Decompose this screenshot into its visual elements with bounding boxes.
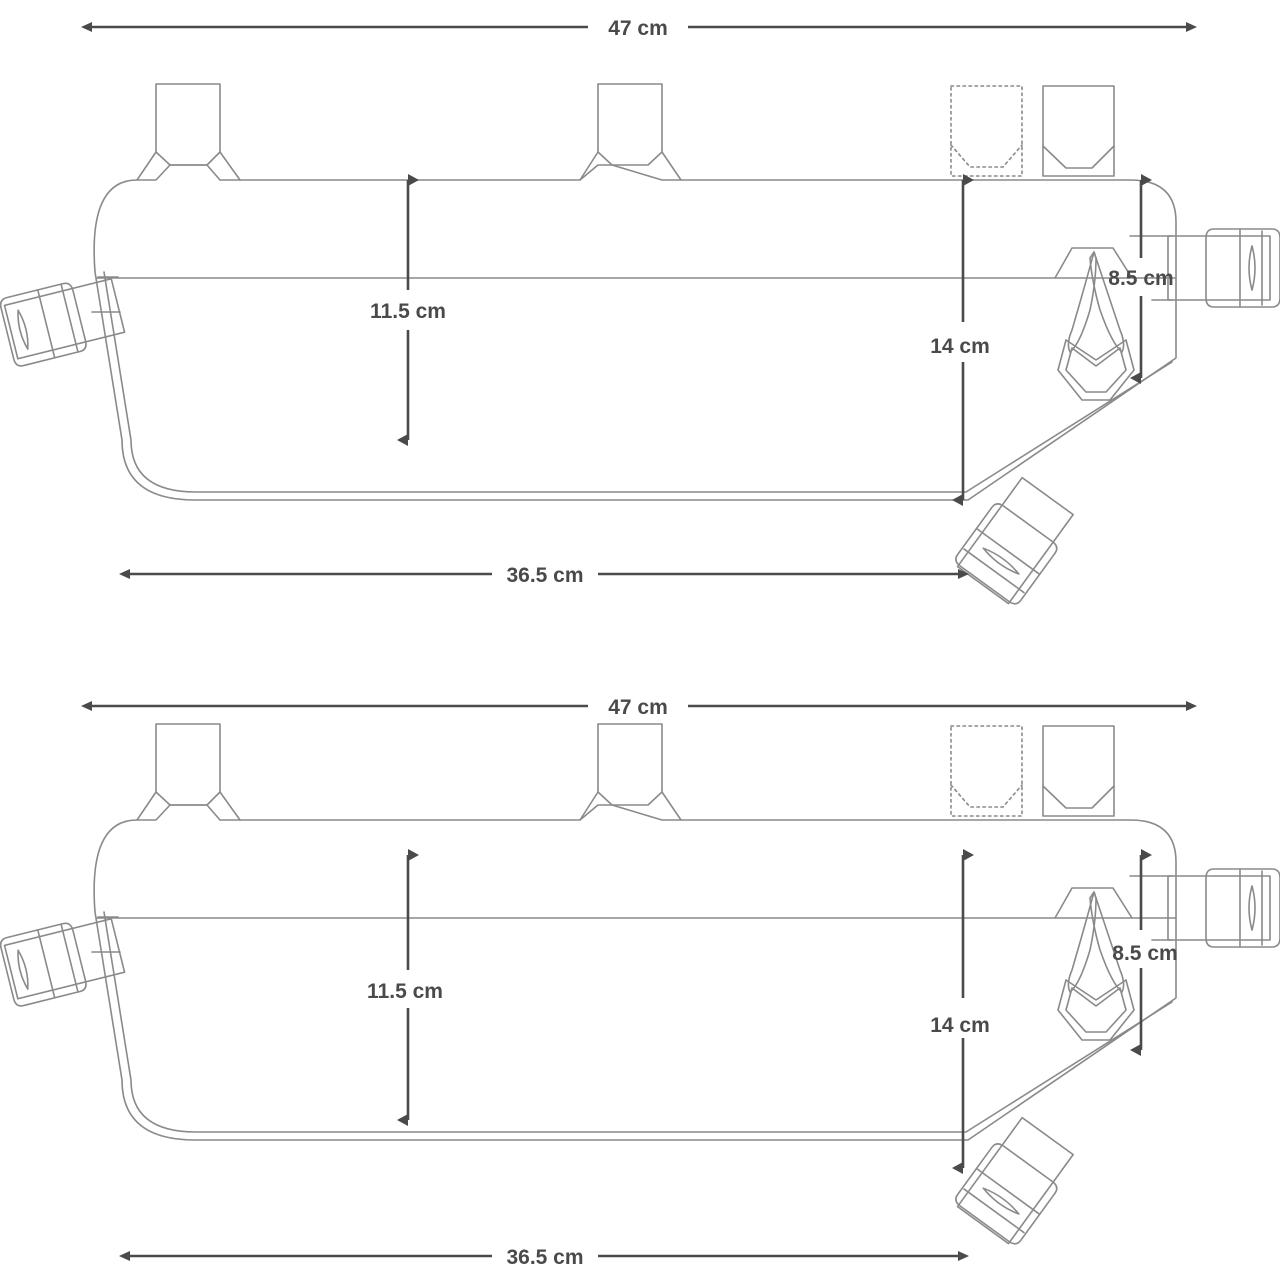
strap-bottom xyxy=(955,476,1074,605)
mount-tab-2 xyxy=(579,83,682,181)
frame-bag-view-top: 47 cm 11.5 cm 14 cm 8.5 cm 36.5 cm xyxy=(0,17,1280,605)
dim-label-front-height: 11.5 cm xyxy=(367,980,443,1003)
bottom-stitch xyxy=(103,271,1173,493)
bag-outline xyxy=(93,804,1177,1141)
dim-label-rear-height: 14 cm xyxy=(930,1014,990,1037)
dim-label-total-length: 47 cm xyxy=(608,17,668,40)
dim-label-rear-height: 14 cm xyxy=(930,335,990,358)
dim-label-bottom-length: 36.5 cm xyxy=(506,1246,583,1269)
dim-label-total-length: 47 cm xyxy=(608,696,668,719)
zipper-flap xyxy=(1054,887,1133,919)
mount-tab-dashed xyxy=(950,85,1023,177)
strap-bottom xyxy=(955,1116,1074,1245)
strap-right xyxy=(1167,228,1280,308)
strap-left xyxy=(0,917,126,1007)
zipper-pull xyxy=(1057,251,1135,401)
mount-tab-3 xyxy=(1042,85,1115,177)
dim-label-front-height: 11.5 cm xyxy=(370,300,446,323)
bag-outline xyxy=(93,164,1177,501)
dim-label-bottom-length: 36.5 cm xyxy=(506,564,583,587)
frame-bag-view-bottom: 47 cm 11.5 cm 14 cm 8.5 cm 36.5 cm xyxy=(0,640,1280,1280)
dim-label-rear-top-height: 8.5 cm xyxy=(1108,267,1173,290)
strap-left xyxy=(0,277,126,367)
mount-tab-3 xyxy=(1042,725,1115,817)
strap-right xyxy=(1167,868,1280,948)
mount-tab-dashed xyxy=(950,725,1023,817)
bottom-stitch xyxy=(103,911,1173,1133)
mount-tab-2 xyxy=(579,723,682,821)
zipper-flap xyxy=(1054,247,1133,279)
zipper-pull xyxy=(1057,891,1135,1041)
dim-label-rear-top-height: 8.5 cm xyxy=(1112,942,1177,965)
